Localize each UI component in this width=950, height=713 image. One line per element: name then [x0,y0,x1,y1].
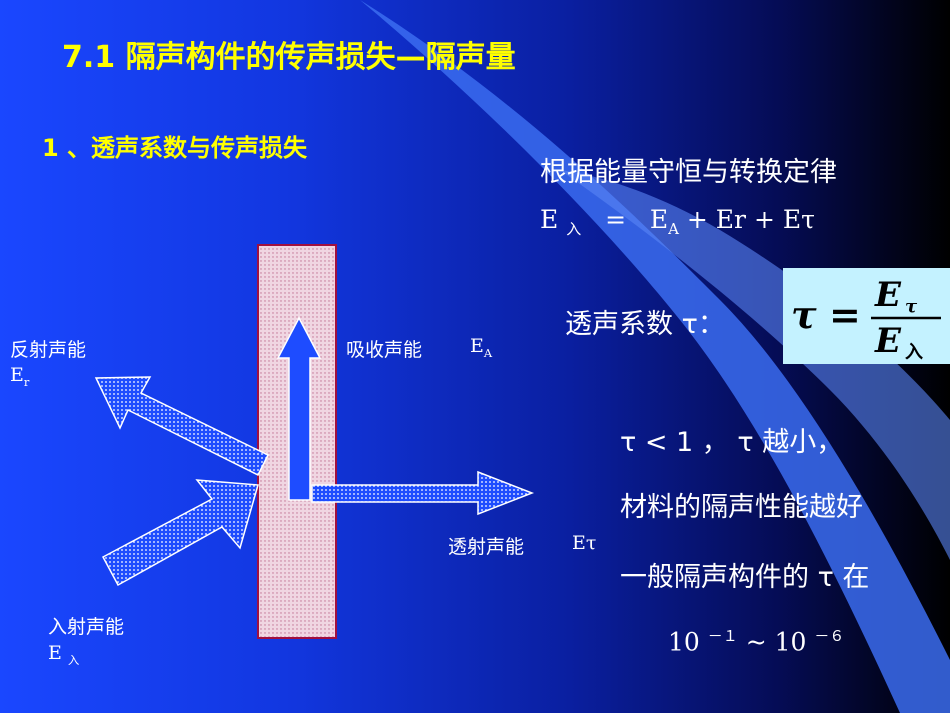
general-tau-line: 一般隔声构件的 τ 在 [620,562,870,593]
formula-den: E [874,321,902,361]
reflected-label: 反射声能 [10,339,87,361]
formula-den-sub: 入 [905,342,923,363]
reflected-arrow [94,376,270,477]
incident-arrow [101,479,259,587]
energy-equation: E 入 = EA + Er + Eτ [540,205,815,238]
formula-eq: = [829,292,861,337]
formula-num-sub: τ [905,296,918,317]
reflected-symbol: Er [10,364,30,389]
tau-range: 10 －１ ~ 10 －６ [668,627,845,657]
transmitted-label: 透射声能 [448,536,525,558]
absorbed-symbol: EA [470,335,493,360]
better-insulation-line: 材料的隔声性能越好 [620,492,863,523]
formula-lhs: τ [791,292,817,337]
transmitted-symbol: Eτ [572,532,597,554]
tau-condition: τ < 1 ， τ 越小， [620,427,844,458]
incident-label: 入射声能 [48,616,125,638]
transmission-coefficient-label: 透声系数 τ： [565,309,725,340]
conservation-law: 根据能量守恒与转换定律 [540,157,837,188]
tau-formula: τ = E τ E 入 [783,268,950,364]
slide-title: 7.1 隔声构件的传声损失—隔声量 [62,40,516,75]
formula-num: E [874,275,902,315]
absorbed-arrow [276,316,322,501]
transmitted-arrow [311,470,535,516]
absorbed-label: 吸收声能 [346,339,423,361]
section-subtitle: 1 、透声系数与传声损失 [42,134,308,162]
incident-symbol: E 入 [48,642,80,667]
